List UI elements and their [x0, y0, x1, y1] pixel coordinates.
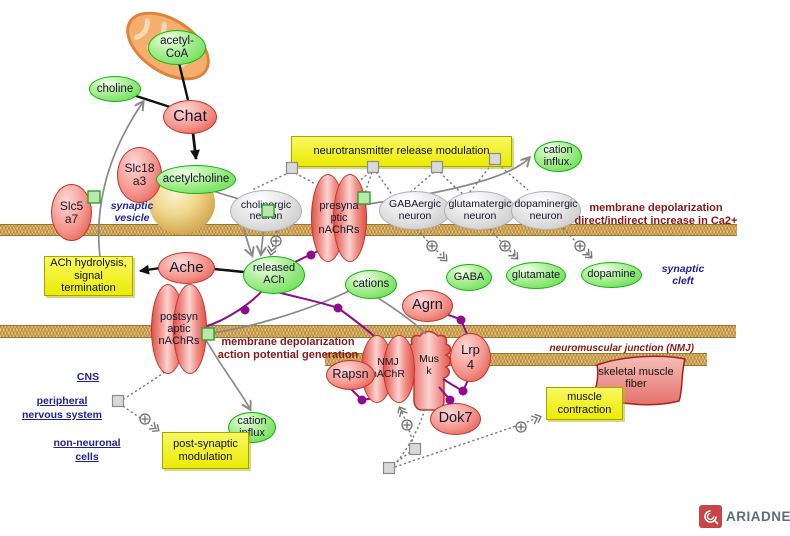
node-dok7[interactable]: Dok7: [430, 403, 481, 435]
annotation-membrane-depolarization-ca: membrane depolarization direct/indirect …: [574, 202, 738, 227]
process-label: ACh hydrolysis, signal termination: [50, 257, 127, 295]
process-muscle-contraction[interactable]: muscle contraction: [546, 387, 623, 420]
node-musk-label[interactable]: Mus k: [419, 353, 439, 377]
node-cholinergic-neuron[interactable]: cholinergic neuron: [230, 190, 302, 232]
node-agrn[interactable]: Agrn: [402, 290, 453, 322]
ariadne-logo-text: ARIADNE: [726, 509, 790, 524]
node-slc5a7[interactable]: Slc5 a7: [51, 184, 92, 241]
process-label: post-synaptic modulation: [173, 437, 238, 463]
node-label: postsyn aptic nAChRs: [158, 310, 200, 348]
label-synaptic-cleft: synaptic cleft: [661, 263, 705, 288]
annotation-membrane-depolarization-ap: membrane depolarization action potential…: [217, 336, 359, 361]
node-label: dopaminergic neuron: [514, 198, 578, 222]
label-peripheral-nervous-system[interactable]: peripheral nervous system: [22, 395, 102, 421]
process-label: neurotransmitter release modulation: [313, 145, 490, 158]
node-label: choline: [96, 82, 134, 95]
node-label: NMJ nAChR: [371, 356, 405, 380]
label-synaptic-vesicle: synaptic vesicle: [110, 200, 154, 225]
node-glutamate[interactable]: glutamate: [506, 262, 566, 289]
node-skeletal-muscle-fiber-label[interactable]: skeletal muscle fiber: [598, 366, 674, 391]
node-released-ach[interactable]: released ACh: [243, 256, 305, 294]
node-choline[interactable]: choline: [89, 76, 141, 102]
node-ache[interactable]: Ache: [158, 252, 215, 284]
process-ach-hydrolysis[interactable]: ACh hydrolysis, signal termination: [44, 256, 133, 296]
node-label: Lrp 4: [461, 342, 480, 372]
node-gaba[interactable]: GABA: [446, 264, 492, 291]
receptor-barrel: [383, 335, 415, 403]
node-acetylcholine[interactable]: acetylcholine: [156, 165, 236, 194]
node-label: Rapsn: [332, 367, 369, 382]
node-cation-influx-top[interactable]: cation influx.: [534, 141, 582, 172]
node-label: dopamine: [587, 268, 636, 281]
presynaptic-membrane: [0, 224, 737, 236]
node-label: cation influx.: [543, 143, 573, 168]
node-label: cation influx: [237, 414, 267, 439]
node-label: Slc5 a7: [59, 198, 84, 226]
node-label: Chat: [173, 108, 207, 126]
node-dopamine[interactable]: dopamine: [581, 262, 642, 288]
node-label: glutamatergic neuron: [448, 198, 512, 222]
node-glutamatergic-neuron[interactable]: glutamatergic neuron: [444, 191, 516, 230]
node-rapsn[interactable]: Rapsn: [326, 360, 375, 390]
node-lrp4[interactable]: Lrp 4: [450, 333, 491, 382]
node-gabaergic-neuron[interactable]: GABAergic neuron: [379, 191, 451, 230]
process-post-synaptic-modulation[interactable]: post-synaptic modulation: [162, 432, 249, 469]
node-dopaminergic-neuron[interactable]: dopaminergic neuron: [511, 191, 581, 230]
node-cation-influx-bottom[interactable]: cation influx: [228, 412, 276, 443]
process-label: muscle contraction: [557, 390, 612, 416]
annotation-nmj: neuromuscular junction (NMJ): [549, 343, 694, 354]
node-label: cations: [352, 278, 390, 291]
node-label: GABAergic neuron: [389, 198, 441, 222]
node-label: cholinergic neuron: [240, 198, 292, 222]
node-presynaptic-nachrs[interactable]: presyna ptic nAChRs: [311, 174, 367, 262]
node-label: Dok7: [438, 410, 473, 427]
node-chat[interactable]: Chat: [163, 100, 217, 134]
node-label: presyna ptic nAChRs: [318, 199, 360, 237]
receptor-barrel: [333, 174, 367, 262]
node-cations[interactable]: cations: [345, 270, 397, 299]
node-slc18a3[interactable]: Slc18 a3: [117, 147, 162, 203]
node-label: GABA: [453, 270, 485, 283]
node-label: Slc18 a3: [124, 161, 155, 188]
node-postsynaptic-nachrs[interactable]: postsyn aptic nAChRs: [151, 284, 207, 374]
node-label: glutamate: [511, 268, 561, 281]
node-label: Ache: [169, 258, 204, 276]
node-label: released ACh: [252, 262, 296, 286]
label-non-neuronal-cells[interactable]: non-neuronal cells: [53, 437, 121, 463]
label-cns[interactable]: CNS: [76, 371, 100, 383]
muscle-membrane: [325, 353, 707, 366]
node-label: acetylcholine: [162, 173, 230, 186]
process-neurotransmitter-release-modulation[interactable]: neurotransmitter release modulation: [291, 136, 512, 167]
node-label: Agrn: [412, 297, 443, 314]
node-acetyl-coa[interactable]: acetyl- CoA: [148, 30, 206, 65]
node-label: acetyl- CoA: [160, 35, 194, 60]
